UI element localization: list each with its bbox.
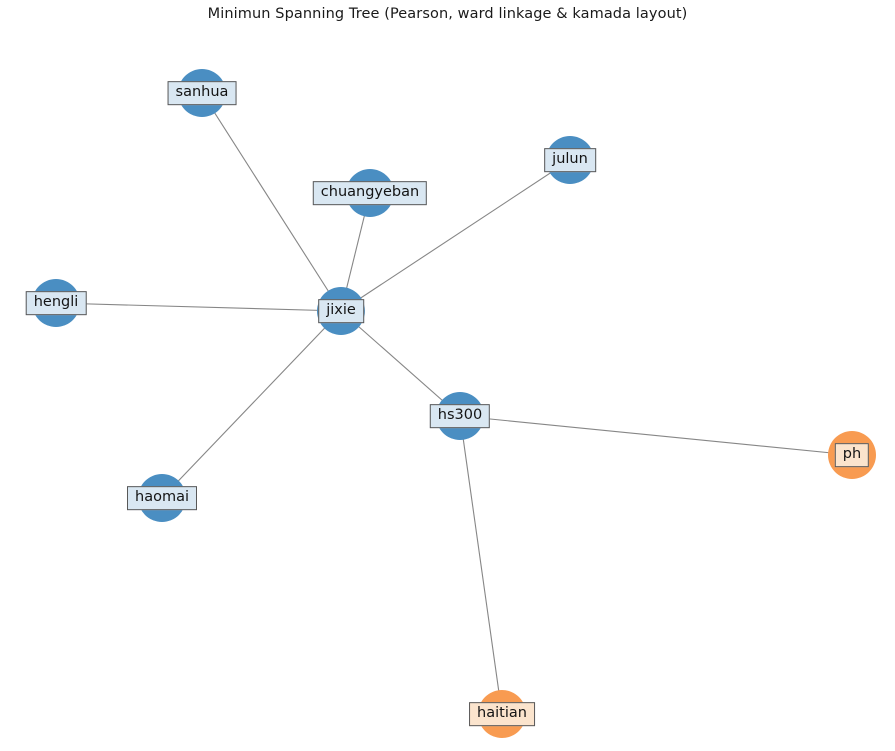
nodes-layer	[32, 69, 876, 738]
edges-layer	[55, 92, 853, 715]
graph-edge	[459, 415, 853, 456]
graph-node-label-ph: ph	[834, 443, 870, 467]
graph-node-label-haomai: haomai	[127, 486, 197, 510]
page-title: Minimun Spanning Tree (Pearson, ward lin…	[207, 6, 688, 22]
graph-node-label-chuangyeban: chuangyeban	[312, 181, 428, 205]
graph-node-label-jixie: jixie	[318, 299, 364, 323]
graph-edge	[340, 310, 461, 417]
graph-node-label-julun: julun	[544, 148, 596, 172]
graph-edge	[161, 310, 342, 499]
graph-edge	[459, 415, 503, 715]
graph-node-label-hs300: hs300	[429, 404, 491, 428]
graph-edge	[55, 302, 342, 312]
graph-node-label-haitian: haitian	[469, 702, 535, 726]
graph-node-label-sanhua: sanhua	[167, 81, 237, 105]
graph-edge	[340, 159, 571, 312]
graph-edge	[201, 92, 342, 312]
graph-node-label-hengli: hengli	[25, 291, 87, 315]
